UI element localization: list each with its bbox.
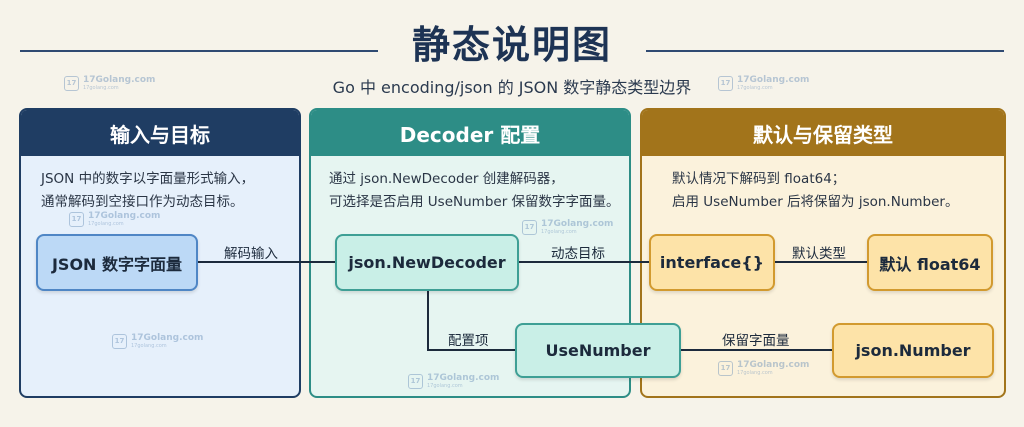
page-title: 静态说明图 bbox=[411, 23, 612, 67]
watermark-text: 17Golang.com bbox=[88, 211, 161, 221]
edge-label-dynamic-target: 动态目标 bbox=[551, 246, 605, 262]
edge-label-config-item: 配置项 bbox=[448, 333, 489, 349]
watermark-text: 17Golang.com bbox=[737, 75, 810, 85]
node-json-newdecoder: json.NewDecoder bbox=[335, 234, 519, 291]
watermark-text: 17Golang.com bbox=[131, 333, 204, 343]
watermark-logo-icon: 17 bbox=[64, 75, 79, 91]
panel-default-keep-title: 默认与保留类型 bbox=[642, 110, 1004, 156]
page-subtitle: Go 中 encoding/json 的 JSON 数字静态类型边界 bbox=[332, 78, 692, 97]
watermark-logo-icon: 17 bbox=[718, 75, 733, 91]
watermark-text: 17Golang.com bbox=[737, 360, 810, 370]
watermark-subtext: 17golang.com bbox=[737, 85, 773, 91]
node-json-number: json.Number bbox=[832, 323, 994, 378]
watermark-logo-icon: 17 bbox=[69, 211, 84, 227]
watermark-text: 17Golang.com bbox=[427, 373, 500, 383]
watermark-logo-icon: 17 bbox=[112, 333, 127, 349]
edge-label-default-type: 默认类型 bbox=[792, 246, 846, 262]
panel-default-keep-desc: 默认情况下解码到 float64； 启用 UseNumber 后将保留为 jso… bbox=[672, 168, 958, 214]
watermark-text: 17Golang.com bbox=[541, 219, 614, 229]
edge-label-keep-literal: 保留字面量 bbox=[722, 333, 790, 349]
panel-desc-line: 通过 json.NewDecoder 创建解码器， bbox=[329, 171, 564, 187]
panel-desc-line: 默认情况下解码到 float64； bbox=[672, 171, 846, 187]
watermark-logo-icon: 17 bbox=[522, 219, 537, 235]
panel-input-target-desc: JSON 中的数字以字面量形式输入， 通常解码到空接口作为动态目标。 bbox=[41, 168, 254, 214]
title-rule-right bbox=[646, 50, 1004, 52]
watermark-subtext: 17golang.com bbox=[83, 85, 119, 91]
node-usenumber: UseNumber bbox=[515, 323, 681, 378]
panel-desc-line: 启用 UseNumber 后将保留为 json.Number。 bbox=[672, 194, 959, 210]
node-interface: interface{} bbox=[649, 234, 775, 291]
watermark-subtext: 17golang.com bbox=[737, 370, 773, 376]
panel-decoder-config-title: Decoder 配置 bbox=[311, 110, 629, 156]
watermark-subtext: 17golang.com bbox=[88, 221, 124, 227]
node-default-float64: 默认 float64 bbox=[867, 234, 993, 291]
edge-label-decode-input: 解码输入 bbox=[224, 246, 278, 262]
edge-config-item bbox=[427, 290, 516, 351]
watermark-subtext: 17golang.com bbox=[541, 229, 577, 235]
watermark-text: 17Golang.com bbox=[83, 75, 156, 85]
watermark-logo-icon: 17 bbox=[408, 373, 423, 389]
panel-desc-line: JSON 中的数字以字面量形式输入， bbox=[41, 171, 255, 187]
panel-desc-line: 通常解码到空接口作为动态目标。 bbox=[41, 194, 244, 210]
panel-desc-line: 可选择是否启用 UseNumber 保留数字字面量。 bbox=[329, 194, 620, 210]
panel-input-target-title: 输入与目标 bbox=[21, 110, 299, 156]
panel-decoder-config-desc: 通过 json.NewDecoder 创建解码器， 可选择是否启用 UseNum… bbox=[329, 168, 620, 214]
watermark-subtext: 17golang.com bbox=[427, 383, 463, 389]
watermark-logo-icon: 17 bbox=[718, 360, 733, 376]
node-json-number-literal: JSON 数字字面量 bbox=[36, 234, 198, 291]
watermark-subtext: 17golang.com bbox=[131, 343, 167, 349]
title-rule-left bbox=[20, 50, 378, 52]
